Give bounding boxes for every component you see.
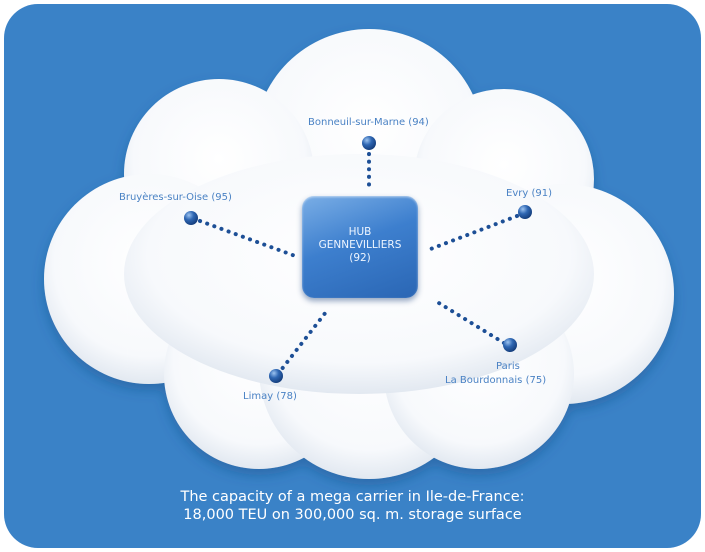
hub-line-2: GENNEVILLIERS xyxy=(318,239,402,251)
caption: The capacity of a mega carrier in Ile-de… xyxy=(0,488,705,524)
connector-lines xyxy=(198,152,519,376)
label-bonneuil: Bonneuil-sur-Marne (94) xyxy=(308,117,429,128)
label-paris-line-1: Paris xyxy=(496,361,520,372)
connector-evry xyxy=(426,214,519,252)
label-paris-line-2: La Bourdonnais (75) xyxy=(445,375,547,386)
connector-bruyeres xyxy=(198,219,300,259)
connector-paris xyxy=(432,298,506,345)
caption-line-2: 18,000 TEU on 300,000 sq. m. storage sur… xyxy=(183,507,522,523)
label-limay: Limay (78) xyxy=(243,391,297,402)
hub-box: HUB GENNEVILLIERS (92) xyxy=(302,196,418,298)
node-evry xyxy=(518,205,532,219)
hub-line-3: (92) xyxy=(349,252,371,264)
node-markers xyxy=(184,136,532,383)
node-bonneuil xyxy=(362,136,376,150)
hub-line-1: HUB xyxy=(348,226,372,238)
label-bruyeres: Bruyères-sur-Oise (95) xyxy=(119,192,232,203)
node-bruyeres xyxy=(184,211,198,225)
connector-limay xyxy=(276,310,328,376)
node-limay xyxy=(269,369,283,383)
node-paris xyxy=(503,338,517,352)
caption-line-1: The capacity of a mega carrier in Ile-de… xyxy=(180,489,525,505)
label-evry: Evry (91) xyxy=(506,188,552,199)
